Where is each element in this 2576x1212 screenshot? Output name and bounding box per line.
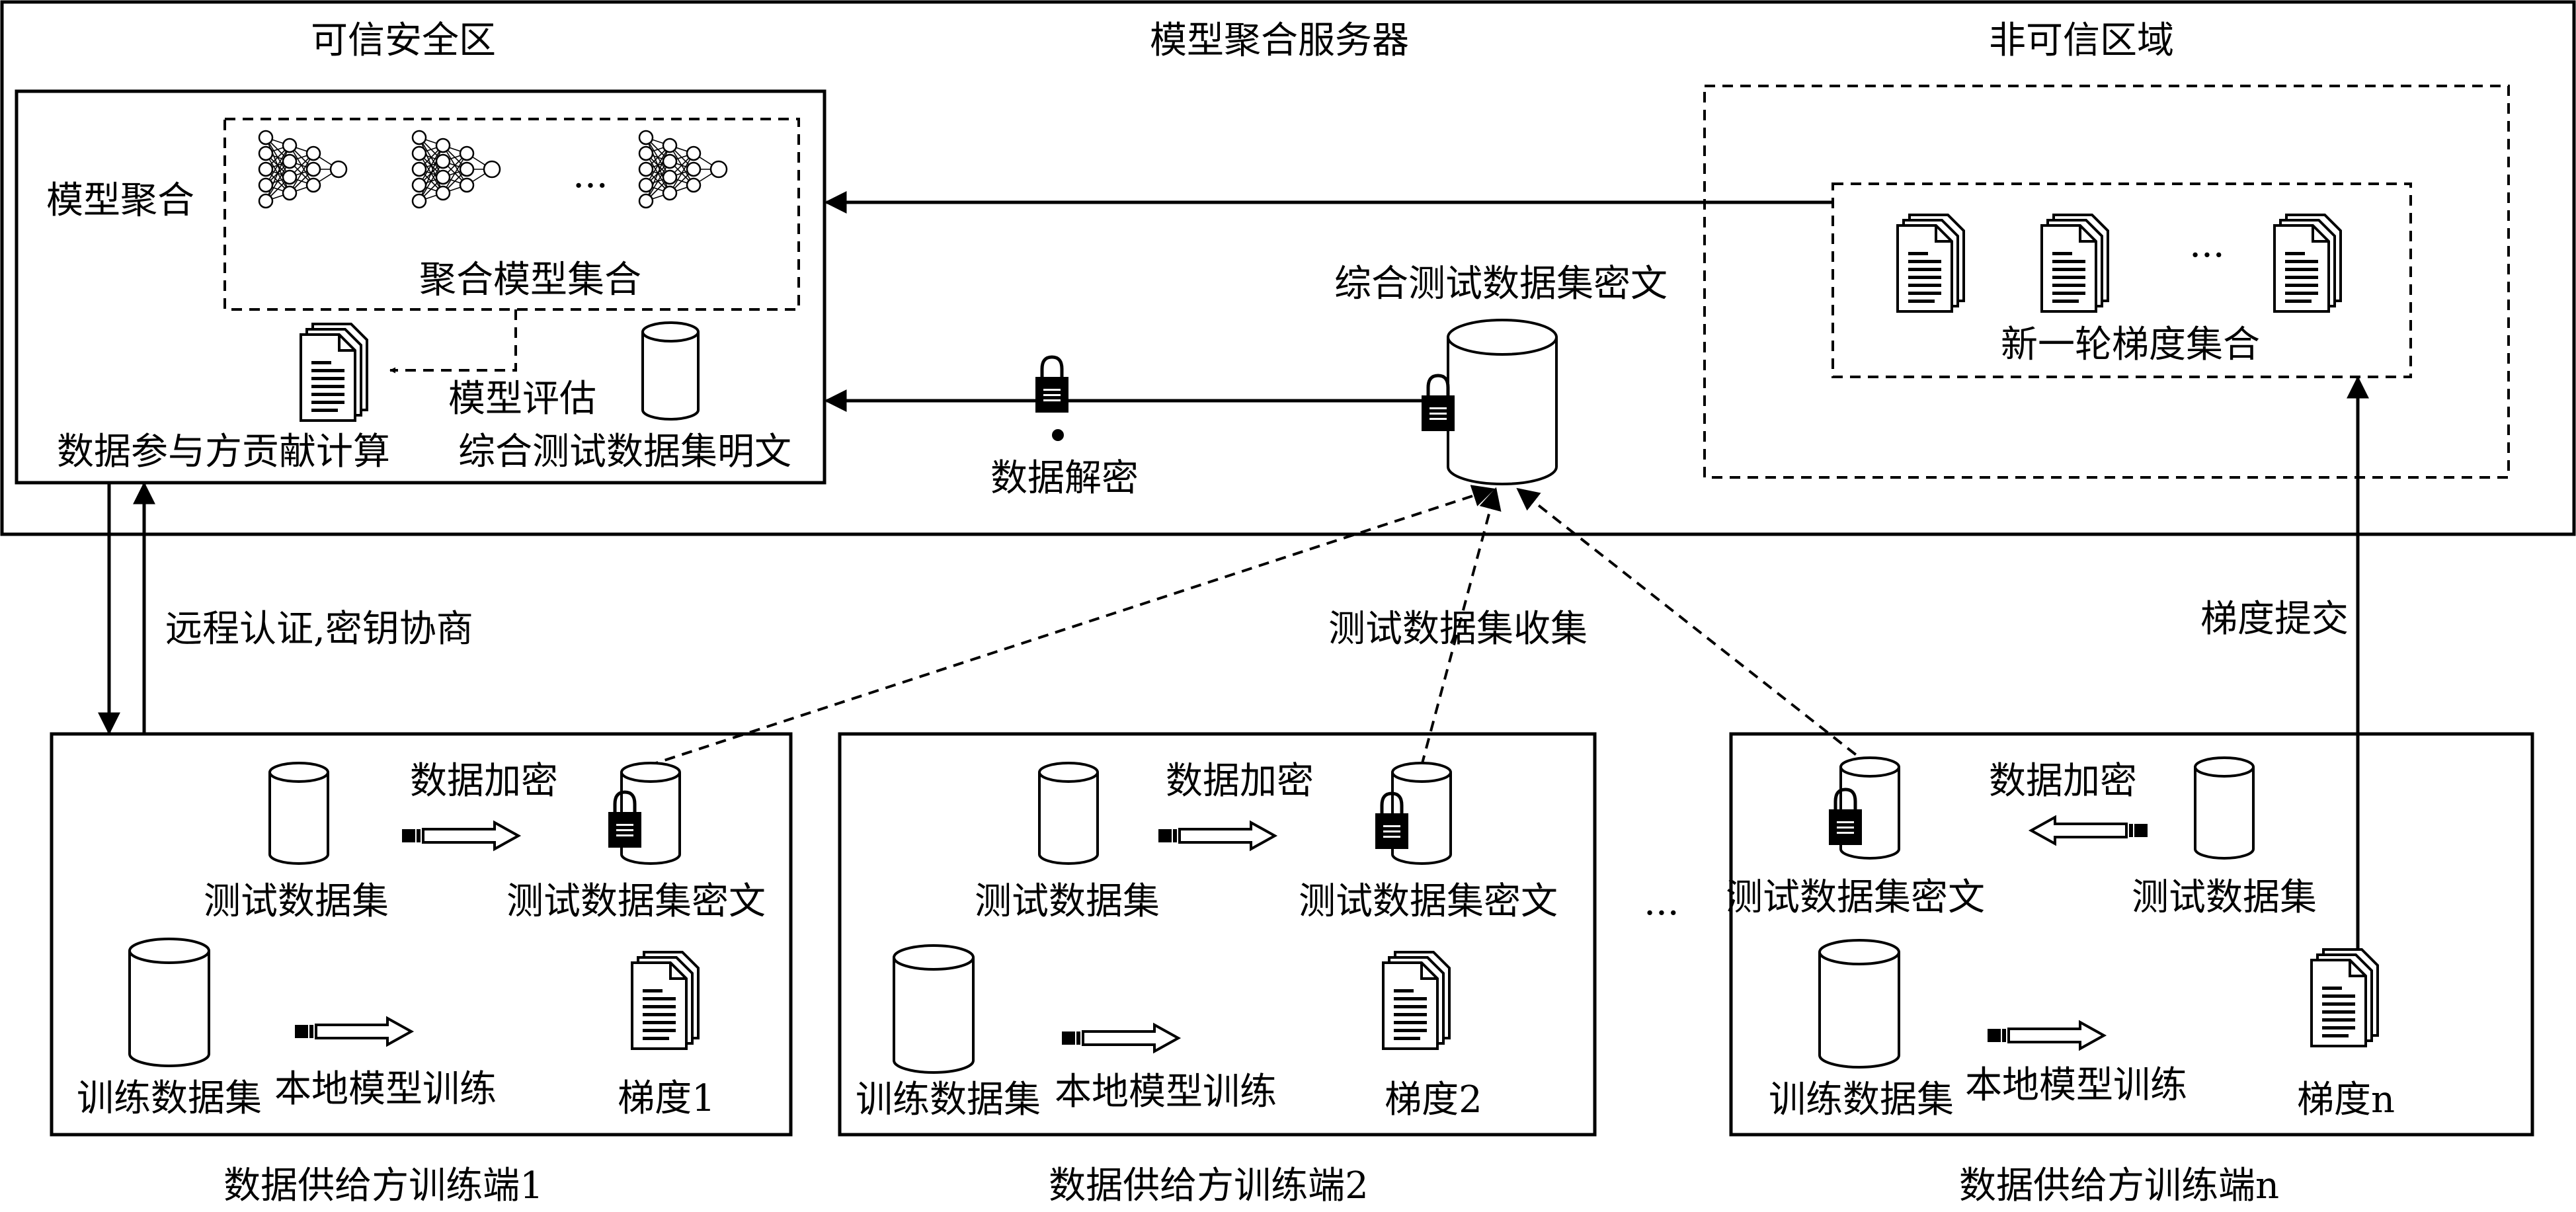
remote-attestation-label: 远程认证,密钥协商 bbox=[165, 608, 473, 651]
encrypt-label: 数据加密 bbox=[1166, 760, 1314, 803]
local-training-arrow bbox=[1986, 1021, 2105, 1050]
neural-network-icon bbox=[258, 130, 348, 209]
train-dataset-label: 训练数据集 bbox=[1769, 1078, 1954, 1121]
untrusted-zone-box bbox=[1703, 85, 2510, 479]
test-dataset-collection-label: 测试数据集收集 bbox=[1328, 608, 1588, 651]
gradient-document-icon bbox=[631, 951, 700, 1050]
client-box bbox=[1729, 732, 2534, 1137]
collect-arrow-clientn bbox=[1516, 487, 1871, 767]
gradient-label: 梯度n bbox=[2297, 1078, 2395, 1121]
test-dataset-cylinder bbox=[2194, 756, 2255, 860]
local-training-label: 本地模型训练 bbox=[1965, 1064, 2187, 1107]
test-dataset-label: 测试数据集 bbox=[204, 880, 389, 923]
cipher-test-dataset-label: 综合测试数据集密文 bbox=[1334, 263, 1668, 305]
new-gradient-set-box bbox=[1831, 182, 2412, 378]
train-dataset-cylinder bbox=[128, 938, 210, 1067]
test-dataset-cylinder bbox=[1038, 762, 1099, 865]
train-dataset-cylinder bbox=[893, 944, 975, 1074]
gradient-document-icon bbox=[2310, 948, 2379, 1047]
local-training-label: 本地模型训练 bbox=[1055, 1071, 1277, 1113]
client-name: 数据供给方训练端n bbox=[1959, 1164, 2279, 1207]
test-dataset-cylinder bbox=[268, 762, 329, 865]
new-gradient-set-label: 新一轮梯度集合 bbox=[2001, 323, 2260, 366]
model-evaluation-label: 模型评估 bbox=[448, 378, 596, 421]
server-box bbox=[0, 0, 2576, 536]
gradient-label: 梯度1 bbox=[618, 1077, 715, 1120]
local-training-label: 本地模型训练 bbox=[274, 1068, 497, 1111]
test-dataset-label: 测试数据集 bbox=[975, 880, 1160, 923]
gradient-document-icon bbox=[1896, 214, 1965, 313]
gradients-ellipsis: ··· bbox=[2189, 234, 2224, 277]
plain-test-dataset-label: 综合测试数据集明文 bbox=[458, 430, 791, 473]
gradient-submit-label: 梯度提交 bbox=[2200, 598, 2349, 641]
untrusted-zone-label: 非可信区域 bbox=[1989, 19, 2174, 62]
gradient-label: 梯度2 bbox=[1385, 1078, 1482, 1121]
unlock-icon bbox=[1035, 357, 1068, 441]
cipher-test-dataset-cylinder bbox=[1447, 319, 1558, 485]
cipher-label: 测试数据集密文 bbox=[1299, 880, 1558, 923]
cipher-label: 测试数据集密文 bbox=[506, 880, 766, 923]
models-ellipsis: ··· bbox=[573, 165, 608, 208]
contribution-calc-label: 数据参与方贡献计算 bbox=[57, 430, 390, 473]
clients-ellipsis: ··· bbox=[1644, 892, 1679, 935]
encrypt-label: 数据加密 bbox=[1989, 760, 2137, 803]
train-dataset-label: 训练数据集 bbox=[856, 1078, 1041, 1121]
trusted-zone-box bbox=[15, 89, 826, 485]
trusted-zone-label: 可信安全区 bbox=[311, 19, 496, 62]
client-name: 数据供给方训练端1 bbox=[223, 1164, 543, 1207]
client-1: 数据加密 测试数据集 测试数据集密文 训练数据集 本地模型训练 梯度1 数据供给… bbox=[50, 732, 793, 1207]
gradient-document-icon bbox=[2040, 214, 2109, 313]
encrypt-arrow bbox=[1157, 821, 1276, 850]
encrypt-arrow bbox=[401, 821, 520, 850]
neural-network-icon bbox=[411, 130, 501, 209]
client-2: 数据加密 测试数据集 测试数据集密文 训练数据集 本地模型训练 梯度2 数据供给… bbox=[838, 732, 1597, 1207]
neural-network-icon bbox=[638, 130, 728, 209]
client-name: 数据供给方训练端2 bbox=[1049, 1164, 1369, 1207]
collect-arrow-client1 bbox=[647, 485, 1496, 767]
encrypt-label: 数据加密 bbox=[410, 760, 558, 803]
contribution-document-icon bbox=[300, 323, 368, 422]
client-box bbox=[838, 732, 1597, 1137]
client-box bbox=[50, 732, 793, 1137]
gradient-document-icon bbox=[1382, 951, 1451, 1050]
train-dataset-label: 训练数据集 bbox=[77, 1077, 262, 1120]
server-title: 模型聚合服务器 bbox=[1150, 19, 1409, 62]
aggregated-model-set-box bbox=[223, 118, 800, 311]
local-training-arrow bbox=[294, 1017, 413, 1046]
collect-arrow-client2 bbox=[1420, 487, 1502, 766]
encrypt-arrow bbox=[2030, 816, 2149, 845]
gradient-document-icon bbox=[2273, 214, 2342, 313]
plain-test-dataset-cylinder bbox=[641, 321, 700, 421]
aggregated-model-set-label: 聚合模型集合 bbox=[419, 259, 641, 302]
evaluation-dashed-arrow bbox=[389, 309, 517, 374]
data-decrypt-label: 数据解密 bbox=[990, 457, 1139, 500]
local-training-arrow bbox=[1061, 1024, 1180, 1053]
model-aggregation-label: 模型聚合 bbox=[46, 179, 194, 222]
client-n: 数据加密 测试数据集密文 测试数据集 训练数据集 本地模型训练 梯度n 数据供给… bbox=[1726, 732, 2534, 1207]
cipher-label: 测试数据集密文 bbox=[1726, 876, 1985, 919]
train-dataset-cylinder bbox=[1818, 939, 1900, 1069]
test-dataset-label: 测试数据集 bbox=[2132, 876, 2317, 919]
